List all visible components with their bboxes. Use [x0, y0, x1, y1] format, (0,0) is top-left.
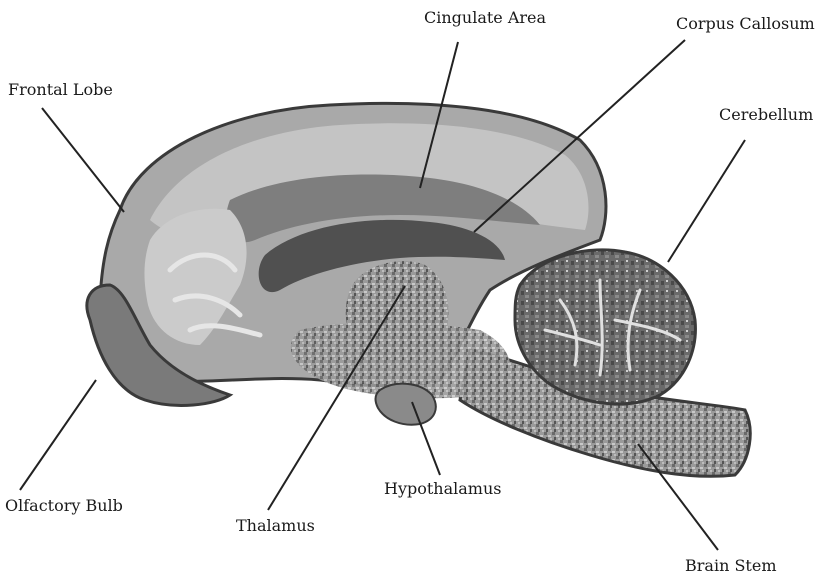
leader-frontal-lobe	[42, 108, 124, 212]
label-hypothalamus: Hypothalamus	[384, 481, 501, 497]
leader-cerebellum	[668, 140, 745, 262]
label-frontal-lobe: Frontal Lobe	[8, 82, 113, 98]
label-cingulate-area: Cingulate Area	[424, 10, 546, 26]
hypothalamus-shape	[376, 384, 436, 425]
label-olfactory-bulb: Olfactory Bulb	[5, 498, 123, 514]
label-thalamus: Thalamus	[236, 518, 315, 534]
label-cerebellum: Cerebellum	[719, 107, 813, 123]
leader-olfactory-bulb	[20, 380, 96, 490]
label-brain-stem: Brain Stem	[685, 558, 776, 574]
label-corpus-callosum: Corpus Callosum	[676, 16, 815, 32]
